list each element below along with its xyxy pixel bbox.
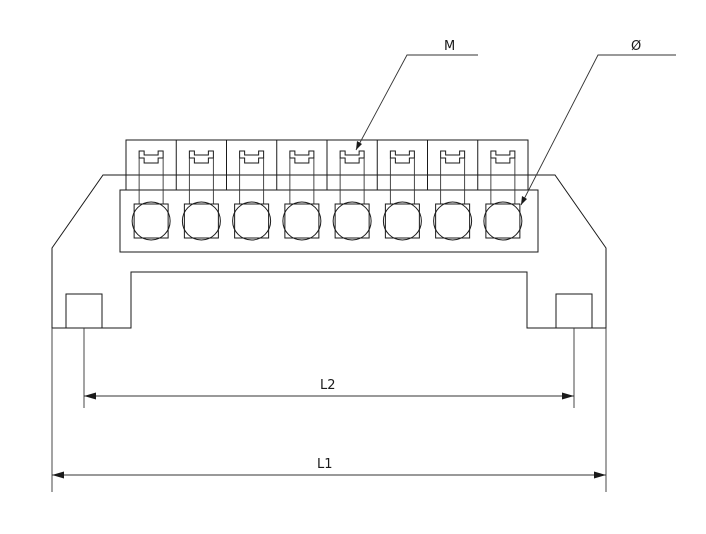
screw-head: [188, 150, 214, 164]
screw-head: [339, 150, 365, 164]
label-screw-thread: M: [444, 39, 455, 54]
leader-diameter: [520, 54, 676, 206]
terminal-hole: [433, 201, 473, 241]
terminal-hole: [131, 201, 171, 241]
terminal-group: [131, 140, 523, 241]
screw-head: [440, 150, 466, 164]
terminal-seat: [183, 203, 219, 239]
dim-l1-arrow-left: [52, 471, 64, 479]
mount-foot-right: [555, 293, 593, 329]
dim-l2-arrow-left: [84, 392, 96, 400]
mount-foot-left: [65, 293, 103, 329]
label-mount-spacing: L2: [320, 378, 336, 393]
screw-head: [239, 150, 265, 164]
terminal-seat: [384, 203, 420, 239]
leader-diameter-arrowhead: [521, 196, 527, 205]
terminal-seat: [485, 203, 521, 239]
terminal-hole: [382, 201, 422, 241]
leader-m: [355, 54, 478, 151]
terminal-hole: [332, 201, 372, 241]
screw-head: [289, 150, 315, 164]
screw-head: [490, 150, 516, 164]
terminal-hole: [181, 201, 221, 241]
screw-head: [389, 150, 415, 164]
terminal-hole: [232, 201, 272, 241]
label-hole-diameter: Ø: [631, 39, 641, 54]
terminal-seat: [334, 203, 370, 239]
terminal-seat: [234, 203, 270, 239]
terminal-seat: [435, 203, 471, 239]
dim-l1-arrow-right: [594, 471, 606, 479]
dim-l2-arrow-right: [562, 392, 574, 400]
terminal-hole: [483, 201, 523, 241]
leader-m-arrowhead: [356, 141, 362, 150]
label-overall-length: L1: [317, 457, 333, 472]
terminal-seat: [133, 203, 169, 239]
screw-head: [138, 150, 164, 164]
terminal-hole: [282, 201, 322, 241]
terminal-seat: [284, 203, 320, 239]
